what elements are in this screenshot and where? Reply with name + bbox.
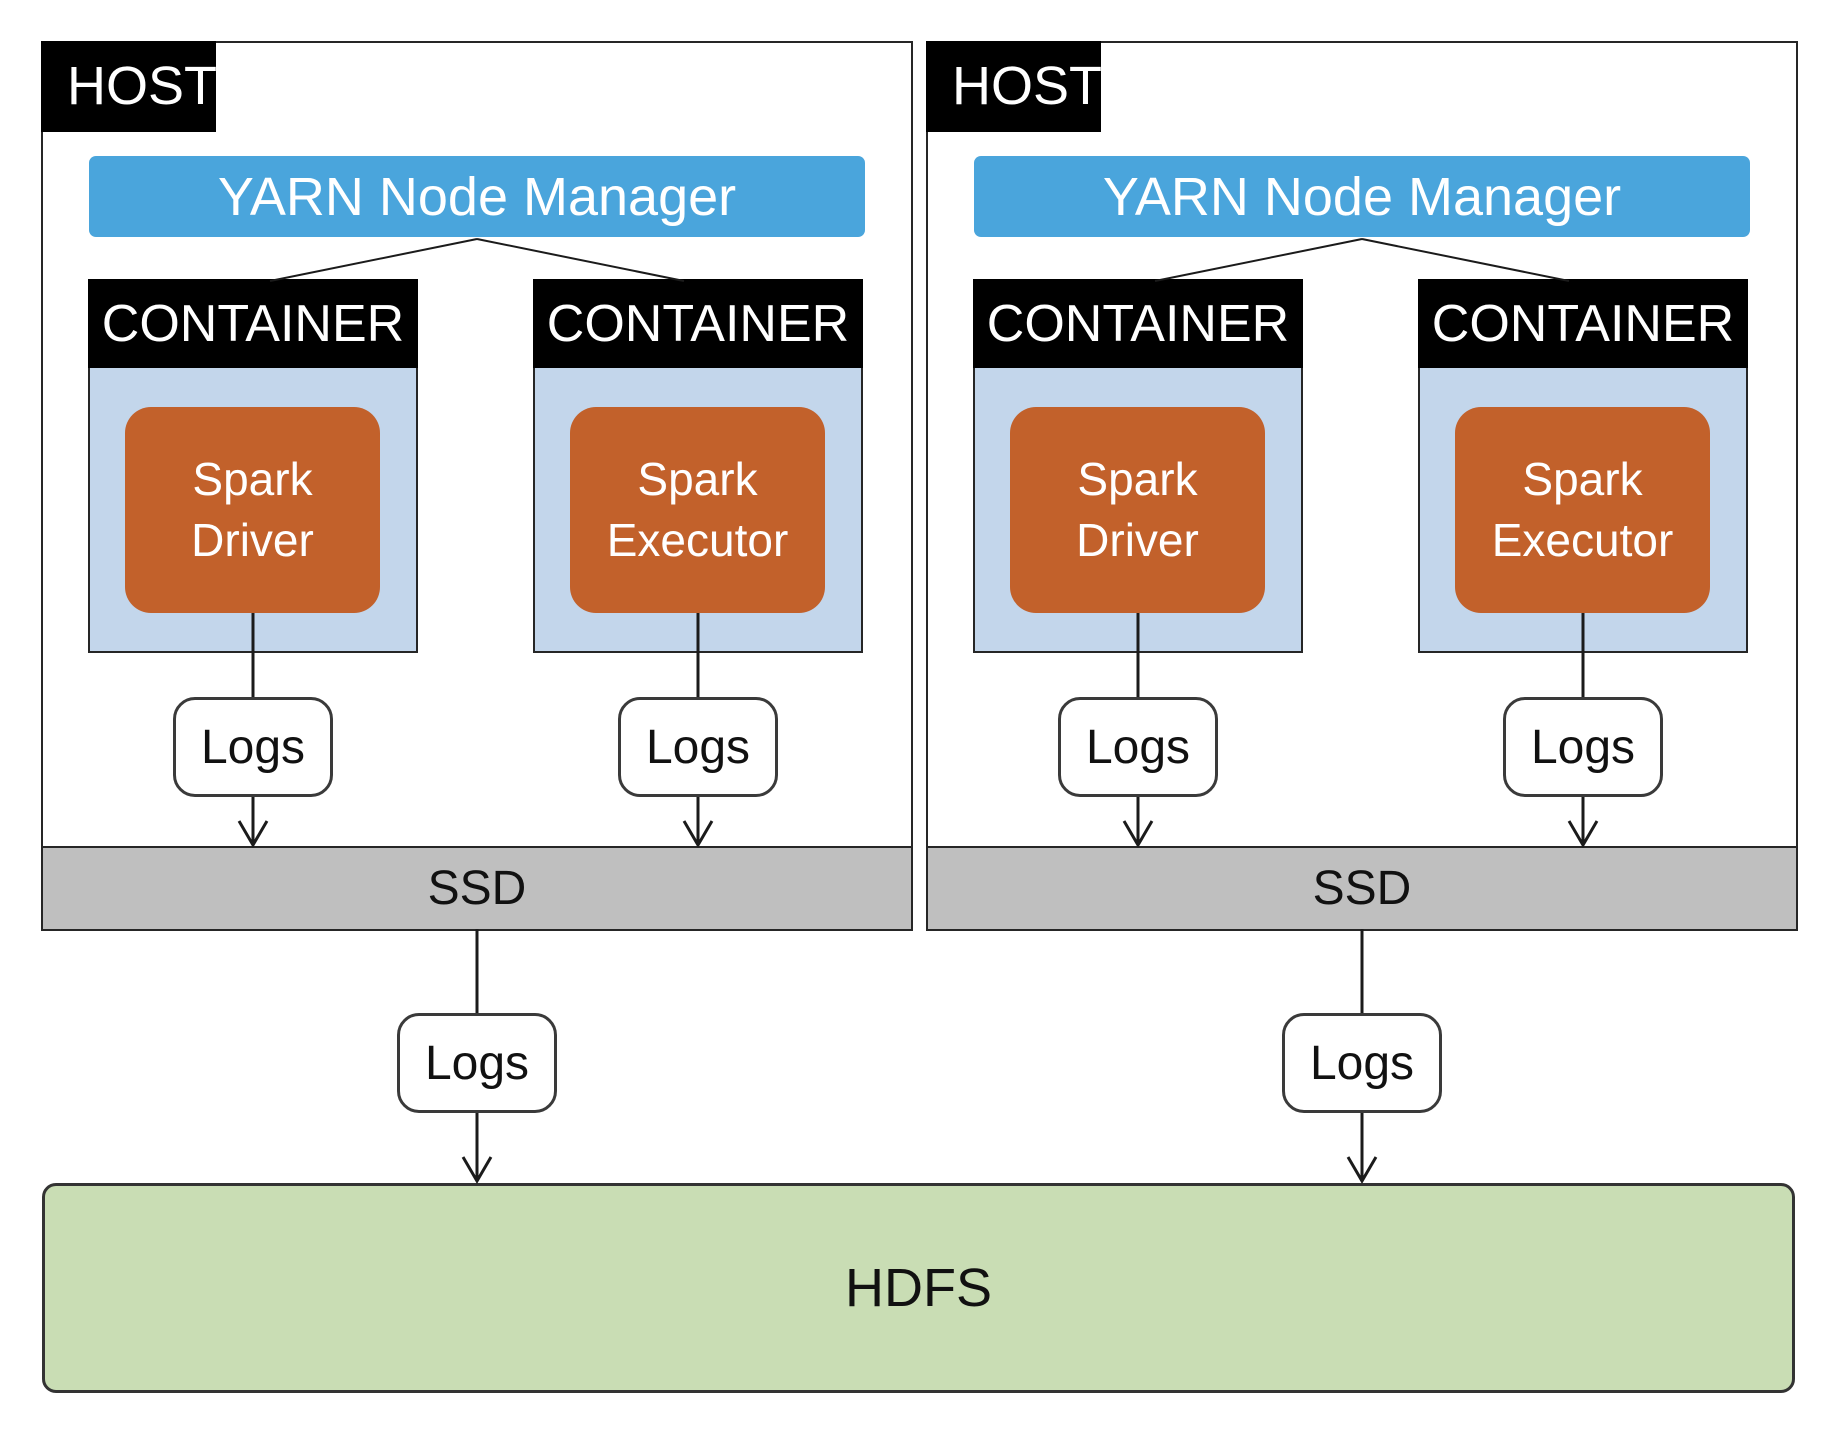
hdfs-bar: HDFS (42, 1183, 1795, 1393)
logs-box: Logs (618, 697, 778, 797)
container-label: CONTAINER (88, 279, 418, 368)
container-label: CONTAINER (973, 279, 1303, 368)
yarn-node-manager-bar: YARN Node Manager (974, 156, 1750, 237)
container-label: CONTAINER (1418, 279, 1748, 368)
yarn-container-box: CONTAINER Spark Driver (88, 279, 418, 653)
spark-driver-box: Spark Driver (1010, 407, 1265, 613)
spark-driver-box: Spark Driver (125, 407, 380, 613)
container-label: CONTAINER (533, 279, 863, 368)
logs-box: Logs (397, 1013, 557, 1113)
ssd-bar: SSD (41, 846, 913, 931)
host-box: HOST YARN Node Manager CONTAINER Spark D… (926, 41, 1798, 1113)
logs-box: Logs (1058, 697, 1218, 797)
logs-box: Logs (173, 697, 333, 797)
yarn-container-box: CONTAINER Spark Executor (533, 279, 863, 653)
yarn-container-box: CONTAINER Spark Executor (1418, 279, 1748, 653)
spark-executor-box: Spark Executor (1455, 407, 1710, 613)
logs-box: Logs (1282, 1013, 1442, 1113)
yarn-container-box: CONTAINER Spark Driver (973, 279, 1303, 653)
host-box: HOST YARN Node Manager CONTAINER Spark D… (41, 41, 913, 1113)
spark-executor-box: Spark Executor (570, 407, 825, 613)
logs-box: Logs (1503, 697, 1663, 797)
ssd-bar: SSD (926, 846, 1798, 931)
yarn-node-manager-bar: YARN Node Manager (89, 156, 865, 237)
host-label: HOST (41, 41, 217, 132)
host-label: HOST (926, 41, 1102, 132)
